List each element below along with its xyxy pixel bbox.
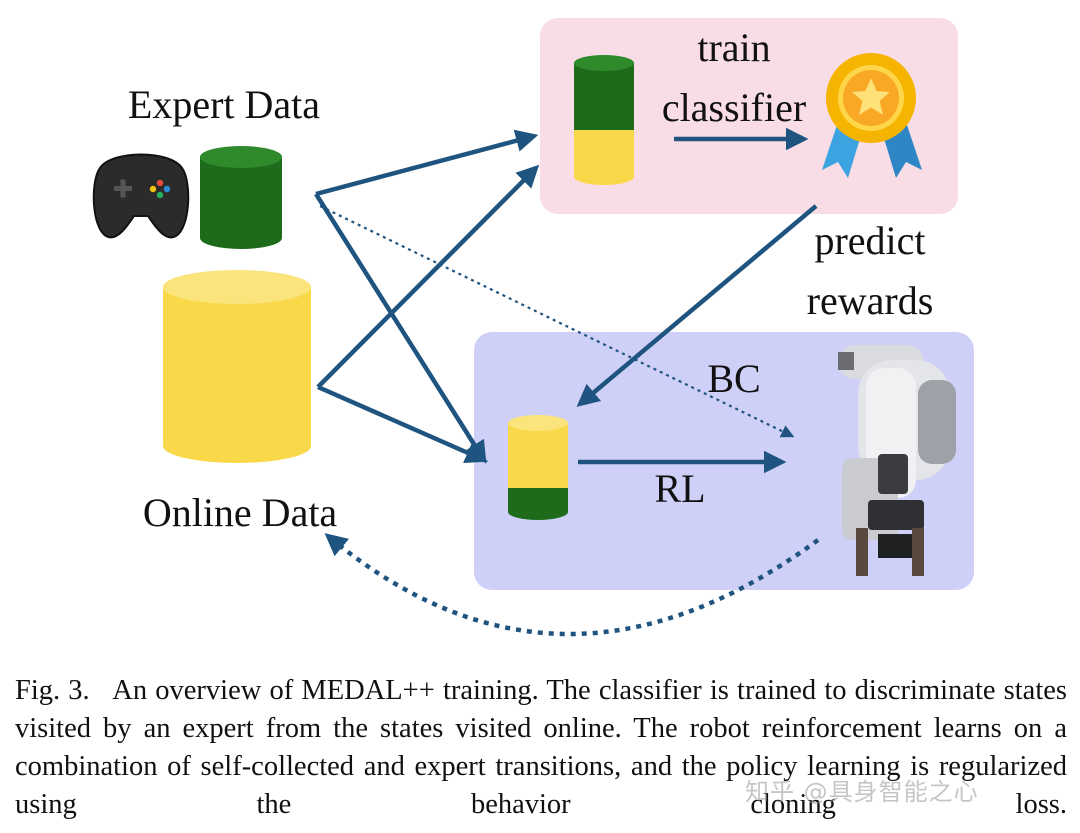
classifier-label: classifier <box>662 85 806 130</box>
online-data-cylinder <box>163 270 311 463</box>
watermark: 知乎 @具身智能之心 <box>745 778 979 806</box>
medal-overview-diagram: Expert Data Online Data train classifier… <box>92 18 974 637</box>
award-badge-icon <box>822 53 922 178</box>
gamepad-icon <box>92 153 190 239</box>
arrow-robot-to-online-dotted <box>324 533 820 637</box>
predict-label: predict <box>814 218 925 263</box>
policy-data-cylinder <box>508 415 568 520</box>
caption-text: An overview of MEDAL++ training. The cla… <box>15 675 1067 820</box>
arrow-expert-to-classifier <box>315 129 539 197</box>
expert-data-label: Expert Data <box>128 82 320 127</box>
arrow-online-to-policy <box>317 384 489 464</box>
rl-label: RL <box>654 466 705 511</box>
caption-prefix: Fig. 3. <box>15 675 90 706</box>
arrow-online-to-classifier <box>316 164 540 389</box>
figure-caption: Fig. 3. An overview of MEDAL++ training.… <box>15 672 1067 824</box>
classifier-data-cylinder <box>574 55 634 185</box>
online-data-label: Online Data <box>143 490 338 535</box>
train-label: train <box>697 25 770 70</box>
robot-arm-icon <box>838 345 956 576</box>
arrow-predict-rewards <box>576 204 818 407</box>
rewards-label: rewards <box>807 278 934 323</box>
expert-data-cylinder <box>200 146 282 249</box>
arrow-expert-to-policy <box>314 192 487 464</box>
bc-label: BC <box>707 356 760 401</box>
